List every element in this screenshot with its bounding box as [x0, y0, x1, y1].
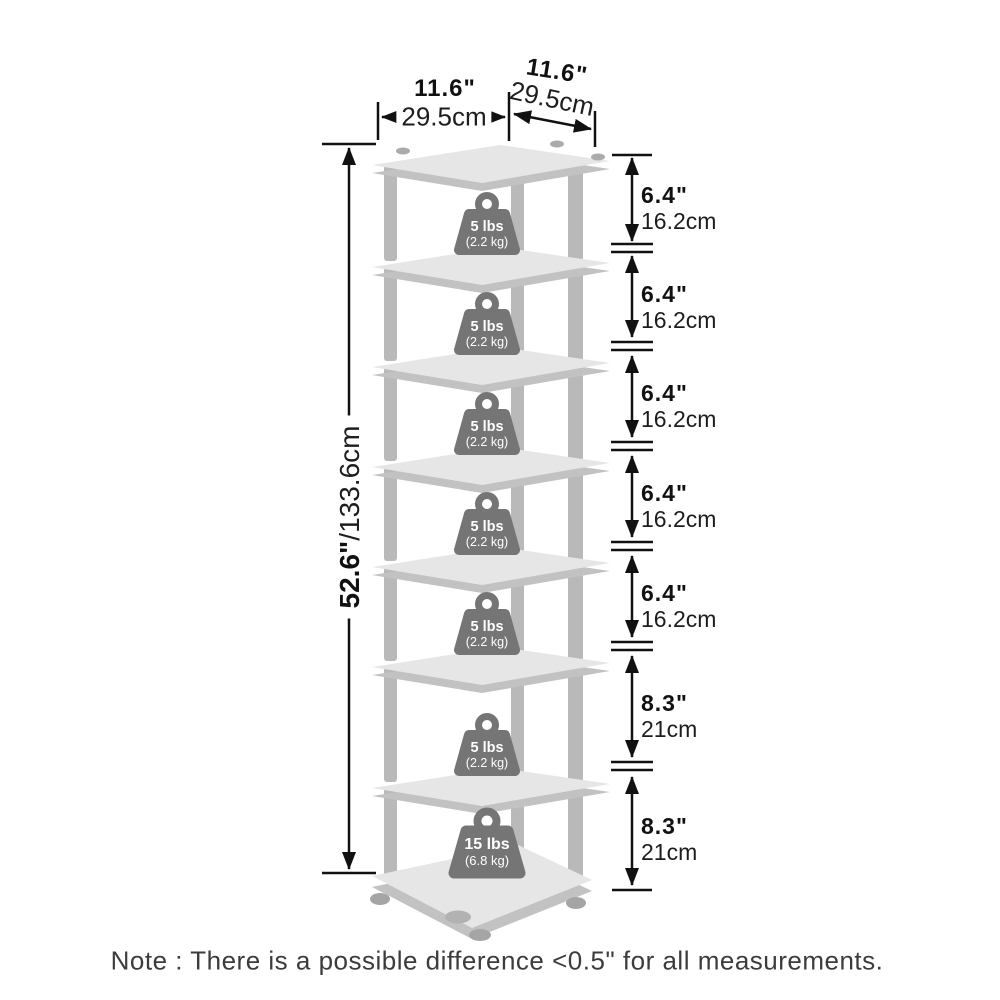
weight-kg: (2.2 kg) [465, 335, 509, 349]
height-label-inches: 52.6" [334, 540, 365, 609]
tier-inches: 6.4" [641, 480, 688, 506]
post [568, 667, 583, 782]
shelf-top [372, 647, 610, 685]
tier-dimension-line [611, 153, 653, 892]
weight-lbs: 5 lbs [470, 619, 504, 635]
tier-inches: 6.4" [641, 380, 688, 406]
weight-capacity-label: 5 lbs (2.2 kg) [466, 740, 508, 770]
tier-2-height-label: 6.4" 16.2cm [641, 281, 716, 333]
post [568, 367, 583, 461]
base-corner-hole [445, 910, 471, 924]
weight-capacity-label: 5 lbs (2.2 kg) [466, 619, 508, 649]
weight-kg: (2.2 kg) [465, 535, 509, 549]
tier-6-height-label: 8.3" 21cm [641, 690, 697, 742]
measurement-note: Note : There is a possible difference <0… [110, 945, 884, 976]
weight-capacity-label: 5 lbs (2.2 kg) [466, 219, 508, 249]
corner-hole [396, 147, 410, 155]
shelf-top [372, 447, 610, 485]
weight-icon [454, 492, 520, 555]
post [568, 165, 583, 261]
tier-7-height-label: 8.3" 21cm [641, 813, 697, 865]
tier-3-height-label: 6.4" 16.2cm [641, 380, 716, 432]
post [568, 467, 583, 561]
height-label-cm: 133.6cm [334, 425, 365, 533]
weight-icon [454, 713, 520, 776]
tier-inches: 6.4" [641, 580, 688, 606]
width-label-cm: 29.5cm [396, 101, 492, 133]
width-label-inches: 11.6" [414, 75, 476, 102]
tier-cm: 16.2cm [641, 307, 717, 333]
weight-kg: (6.8 kg) [464, 853, 510, 868]
shelf-top [372, 768, 610, 806]
weight-lbs: 5 lbs [470, 419, 504, 435]
post [568, 267, 583, 361]
weight-lbs: 5 lbs [470, 519, 504, 535]
weight-icon-large [448, 807, 526, 879]
corner-hole [550, 140, 564, 148]
shelf-top [372, 145, 610, 183]
rack-base [370, 845, 592, 941]
height-label: 52.6"/133.6cm [334, 415, 366, 619]
weight-capacity-label: 5 lbs (2.2 kg) [466, 519, 508, 549]
weight-lbs: 5 lbs [470, 740, 504, 756]
tier-cm: 21cm [641, 839, 698, 865]
tier-cm: 21cm [641, 716, 698, 742]
post [568, 788, 583, 880]
depth-dimension-line [513, 110, 597, 147]
weight-lbs: 15 lbs [464, 836, 510, 853]
tier-inches: 6.4" [641, 182, 688, 208]
weight-lbs: 5 lbs [470, 319, 504, 335]
tier-inches: 8.3" [641, 690, 688, 716]
weight-lbs: 5 lbs [470, 219, 504, 235]
post [384, 267, 397, 361]
tier-inches: 8.3" [641, 813, 688, 839]
shelf-top [372, 547, 610, 585]
post [384, 467, 397, 561]
tier-cm: 16.2cm [641, 406, 717, 432]
weight-capacity-label: 5 lbs (2.2 kg) [466, 419, 508, 449]
weight-icon [454, 392, 520, 455]
base-foot [469, 929, 491, 941]
weight-icon [454, 192, 520, 255]
weight-icons [448, 192, 526, 879]
post [384, 165, 397, 261]
rack-shelves [372, 145, 610, 814]
weight-kg: (2.2 kg) [465, 756, 509, 770]
post [568, 567, 583, 661]
base-foot [566, 897, 586, 909]
tier-1-height-label: 6.4" 16.2cm [641, 182, 716, 234]
tier-cm: 16.2cm [641, 506, 717, 532]
weight-kg: (2.2 kg) [465, 435, 509, 449]
base-top [372, 845, 592, 928]
weight-icon [454, 592, 520, 655]
tier-4-height-label: 6.4" 16.2cm [641, 480, 716, 532]
weight-capacity-label-base: 15 lbs (6.8 kg) [464, 836, 509, 868]
corner-hole [591, 153, 605, 161]
shelf-top [372, 347, 610, 385]
tier-cm: 16.2cm [641, 606, 717, 632]
weight-icon [454, 292, 520, 355]
shelf-top [372, 247, 610, 285]
post [384, 367, 397, 461]
post [384, 567, 397, 661]
top-shelf-holes [396, 140, 605, 161]
tier-5-height-label: 6.4" 16.2cm [641, 580, 716, 632]
height-label-separator: / [334, 532, 365, 541]
tier-cm: 16.2cm [641, 208, 717, 234]
weight-capacity-label: 5 lbs (2.2 kg) [466, 319, 508, 349]
weight-kg: (2.2 kg) [465, 635, 509, 649]
post [384, 788, 397, 880]
tier-inches: 6.4" [641, 281, 688, 307]
weight-kg: (2.2 kg) [465, 235, 509, 249]
base-foot [370, 893, 390, 905]
post [384, 667, 397, 782]
